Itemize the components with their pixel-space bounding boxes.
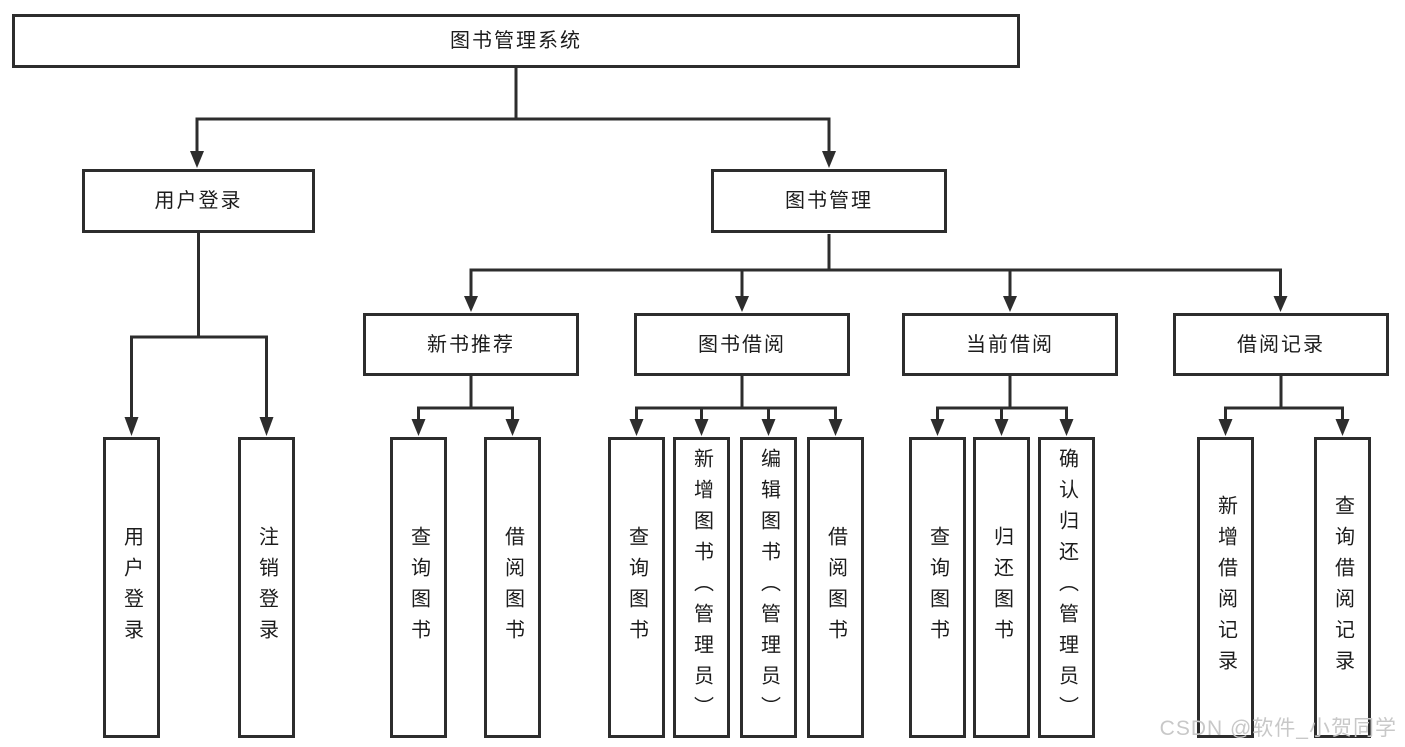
leaf-query-borrow-record: 查询借阅记录 [1314,437,1371,738]
connector-book-borrow-branch [629,376,843,436]
connector-user-login-branch [124,233,274,436]
node-new-book-recommend: 新书推荐 [363,313,579,376]
leaf-return-books: 归还图书 [973,437,1030,738]
node-label: 借阅记录 [1237,333,1325,356]
leaf-label: 借阅图书 [501,525,524,650]
leaf-label: 新增借阅记录 [1214,494,1237,681]
node-label: 当前借阅 [966,333,1054,356]
connector-root-to-level2 [190,68,836,168]
leaf-query-books-recommend: 查询图书 [390,437,447,738]
leaf-add-books-admin: 新增图书（管理员） [673,437,730,738]
node-current-borrow: 当前借阅 [902,313,1118,376]
leaf-user-login: 用户登录 [103,437,160,738]
leaf-label: 注销登录 [255,525,278,650]
node-book-borrow: 图书借阅 [634,313,850,376]
leaf-query-books-current: 查询图书 [909,437,966,738]
leaf-add-borrow-record: 新增借阅记录 [1197,437,1254,738]
connector-new-book-recommend-branch [411,376,520,436]
node-label: 用户登录 [154,190,243,212]
leaf-label: 查询图书 [926,525,949,650]
node-label: 图书借阅 [698,333,786,356]
leaf-label: 查询借阅记录 [1331,494,1354,681]
node-root-system: 图书管理系统 [12,14,1020,68]
node-book-management: 图书管理 [711,169,947,233]
leaf-label: 编辑图书（管理员） [757,448,780,727]
leaf-label: 查询图书 [625,525,648,650]
leaf-label: 借阅图书 [824,525,847,650]
leaf-label: 归还图书 [990,525,1013,650]
node-label: 新书推荐 [427,333,515,356]
leaf-label: 确认归还（管理员） [1055,448,1078,727]
node-label: 图书管理 [785,190,873,212]
leaf-logout: 注销登录 [238,437,295,738]
leaf-borrow-books-recommend: 借阅图书 [484,437,541,738]
node-borrow-records: 借阅记录 [1173,313,1389,376]
connector-book-management-branch [464,234,1288,312]
leaf-query-books-borrow: 查询图书 [608,437,665,738]
leaf-edit-books-admin: 编辑图书（管理员） [740,437,797,738]
leaf-borrow-books: 借阅图书 [807,437,864,738]
leaf-label: 用户登录 [120,525,143,650]
leaf-confirm-return-admin: 确认归还（管理员） [1038,437,1095,738]
node-label: 图书管理系统 [450,30,582,52]
connector-current-borrow-branch [930,376,1074,436]
node-user-login: 用户登录 [82,169,315,233]
leaf-label: 查询图书 [407,525,430,650]
leaf-label: 新增图书（管理员） [690,448,713,727]
connector-borrow-records-branch [1218,376,1350,436]
watermark: CSDN @软件_小贺同学 [1159,717,1397,740]
